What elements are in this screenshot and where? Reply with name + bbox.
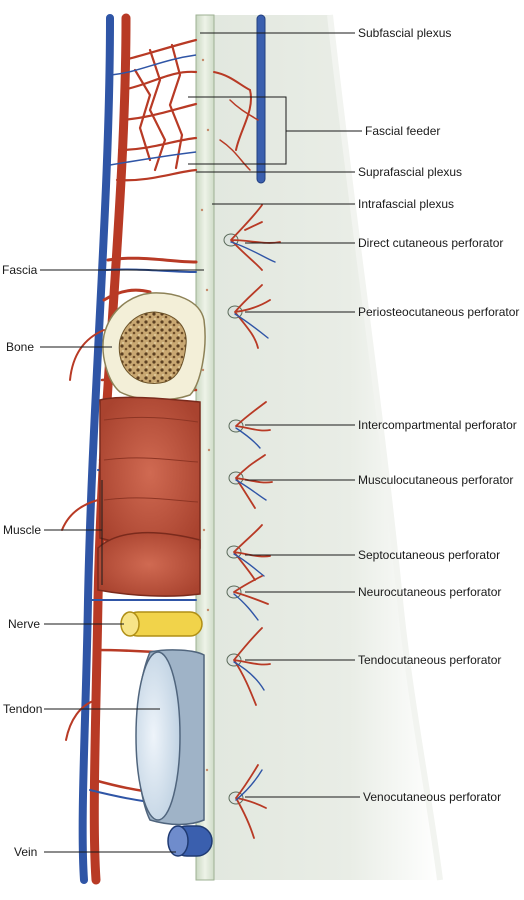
- perforator-direct-cutaneous: [223, 204, 281, 271]
- label-intercompartmental: Intercompartmental perforator: [358, 418, 517, 432]
- perforator-musculocutaneous: [228, 454, 273, 509]
- perforator-venocutaneous: [228, 764, 267, 839]
- label-musculocutaneous: Musculocutaneous perforator: [358, 473, 514, 487]
- perforator-neurocutaneous: [226, 575, 269, 621]
- label-neurocutaneous: Neurocutaneous perforator: [358, 585, 502, 599]
- perforators: [223, 204, 281, 839]
- label-bone: Bone: [6, 340, 35, 354]
- label-tendocutaneous: Tendocutaneous perforator: [358, 653, 502, 667]
- leader-lines-left: [40, 269, 204, 853]
- superficial-vein: [256, 14, 266, 184]
- label-septocutaneous: Septocutaneous perforator: [358, 548, 501, 562]
- label-tendon: Tendon: [3, 702, 43, 716]
- perforator-septocutaneous: [226, 524, 271, 581]
- perforator-intercompartmental: [228, 401, 271, 449]
- skin-fade: [327, 14, 443, 881]
- label-subfascial-plexus: Subfascial plexus: [358, 26, 452, 40]
- source-vein: [78, 14, 114, 884]
- skin-region: [214, 15, 440, 880]
- nerve: [120, 611, 203, 637]
- label-periosteocutaneous: Periosteocutaneous perforator: [358, 305, 520, 319]
- label-suprafascial-plexus: Suprafascial plexus: [358, 165, 463, 179]
- label-muscle: Muscle: [3, 523, 42, 537]
- suprafascial-vessels: [213, 71, 259, 171]
- leader-lines-right: [188, 32, 362, 798]
- label-direct-cutaneous: Direct cutaneous perforator: [358, 236, 504, 250]
- label-venocutaneous: Venocutaneous perforator: [363, 790, 502, 804]
- deep-vein: [167, 825, 213, 857]
- label-fascial-feeder: Fascial feeder: [365, 124, 441, 138]
- subfascial-plexus: [115, 38, 198, 182]
- label-fascia: Fascia: [2, 263, 38, 277]
- subfascial-veins: [109, 54, 197, 166]
- bone: [102, 292, 206, 401]
- label-intrafascial-plexus: Intrafascial plexus: [358, 197, 455, 211]
- label-vein: Vein: [14, 845, 38, 859]
- label-nerve: Nerve: [8, 617, 41, 631]
- perforator-periosteocutaneous: [227, 284, 271, 349]
- perforator-tendocutaneous: [226, 627, 271, 706]
- muscle: [97, 396, 201, 597]
- tendon: [135, 649, 205, 826]
